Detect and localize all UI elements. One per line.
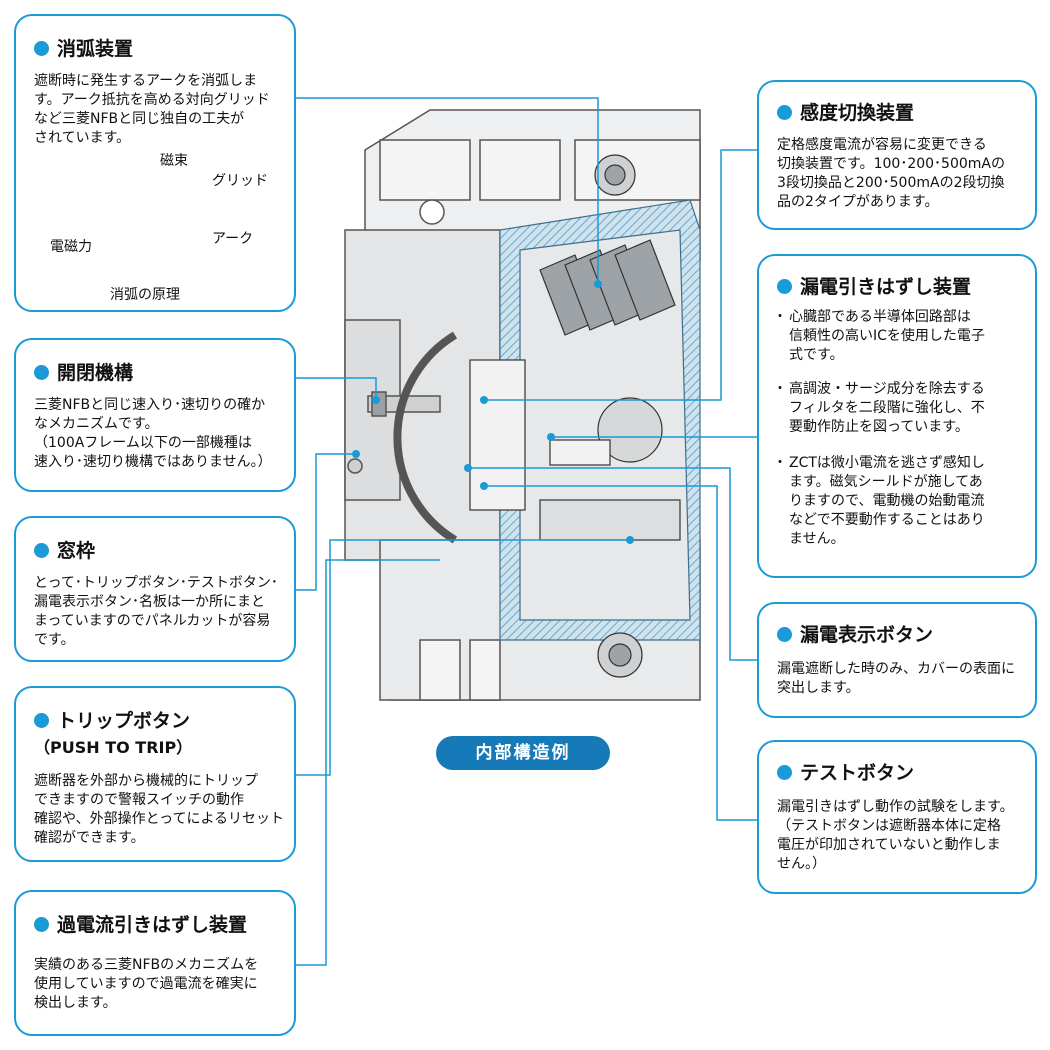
card-ground-fault-indicator: 漏電表示ボタン 漏電遮断した時のみ、カバーの表面に 突出します。 [757, 602, 1037, 718]
bullet-dot-icon [34, 917, 49, 932]
card-title: 感度切換装置 [800, 102, 915, 124]
card-body: 遮断時に発生するアークを消弧しま す。アーク抵抗を高める対向グリッド など三菱N… [34, 73, 270, 146]
card-ground-fault-trip: 漏電引きはずし装置 ・ 心臓部である半導体回路部は 信頼性の高いICを使用した電… [757, 254, 1037, 578]
internal-structure-badge: 内部構造例 [436, 736, 610, 770]
card-window-frame: 窓枠 とって･トリップボタン･テストボタン･ 漏電表示ボタン･名板は一か所にまと… [14, 516, 296, 662]
card-title: 漏電表示ボタン [800, 624, 934, 646]
card-title: 窓枠 [57, 540, 96, 562]
cutaway-section [469, 154, 701, 678]
card-body: 漏電遮断した時のみ、カバーの表面に 突出します。 [777, 661, 1015, 696]
card-test-button: テストボタン 漏電引きはずし動作の試験をします。 （テストボタンは遮断器本体に定… [757, 740, 1037, 894]
card-title: トリップボタン [57, 710, 191, 732]
diagram-caption: 消弧の原理 [110, 287, 180, 303]
card-body: とって･トリップボタン･テストボタン･ 漏電表示ボタン･名板は一か所にまと まっ… [34, 575, 278, 648]
bullet-dot-icon [777, 279, 792, 294]
card-overcurrent-trip: 過電流引きはずし装置 実績のある三菱NFBのメカニズムを 使用していますので過電… [14, 890, 296, 1036]
label-grid: グリッド [212, 173, 268, 189]
bullet-item: 高調波・サージ成分を除去する フィルタを二段階に強化し、不 要動作防止を図ってい… [789, 381, 985, 435]
card-title: テストボタン [800, 762, 915, 784]
card-title: 漏電引きはずし装置 [800, 276, 972, 298]
bullet-item: 心臓部である半導体回路部は 信頼性の高いICを使用した電子 式です。 [789, 309, 985, 363]
card-body: 実績のある三菱NFBのメカニズムを 使用していますので過電流を確実に 検出します… [34, 957, 259, 1011]
bullet-dot-icon [777, 105, 792, 120]
label-arc: アーク [212, 231, 254, 247]
bullet-item: ZCTは微小電流を逃さず感知し ます。磁気シールドが施してあ りますので、電動機… [789, 455, 985, 547]
card-body: 遮断器を外部から機械的にトリップ できますので警報スイッチの動作 確認や、外部操… [34, 773, 285, 846]
card-title: 開閉機構 [57, 362, 134, 384]
bullet-dot-icon [777, 765, 792, 780]
card-subtitle: （PUSH TO TRIP） [34, 738, 193, 757]
card-trip-button: トリップボタン （PUSH TO TRIP） 遮断器を外部から機械的にトリップ … [14, 686, 296, 862]
label-denjiryoku: 電磁力 [50, 239, 92, 255]
bullet-dot-icon [34, 41, 49, 56]
card-body: 定格感度電流が容易に変更できる 切換装置です。100･200･500mAの 3段… [777, 137, 1005, 210]
card-arc-extinguishing: 消弧装置 遮断時に発生するアークを消弧しま す。アーク抵抗を高める対向グリッド … [14, 14, 296, 312]
bullet-dot-icon [34, 713, 49, 728]
label-jisoku: 磁束 [160, 153, 188, 169]
card-title: 消弧装置 [57, 38, 134, 60]
card-switching-mechanism: 開閉機構 三菱NFBと同じ速入り･速切りの確か なメカニズムです。 （100Aフ… [14, 338, 296, 492]
card-title: 過電流引きはずし装置 [57, 914, 248, 936]
bullet-dot-icon [777, 627, 792, 642]
connector-dots [352, 280, 634, 544]
card-sensitivity-switch: 感度切換装置 定格感度電流が容易に変更できる 切換装置です。100･200･50… [757, 80, 1037, 230]
card-body: 漏電引きはずし動作の試験をします。 （テストボタンは遮断器本体に定格 電圧が印加… [777, 799, 1014, 872]
bullet-dot-icon [34, 365, 49, 380]
connector-lines [296, 97, 757, 966]
bullet-dot-icon [34, 543, 49, 558]
card-body: 三菱NFBと同じ速入り･速切りの確か なメカニズムです。 （100Aフレーム以下… [34, 397, 272, 470]
